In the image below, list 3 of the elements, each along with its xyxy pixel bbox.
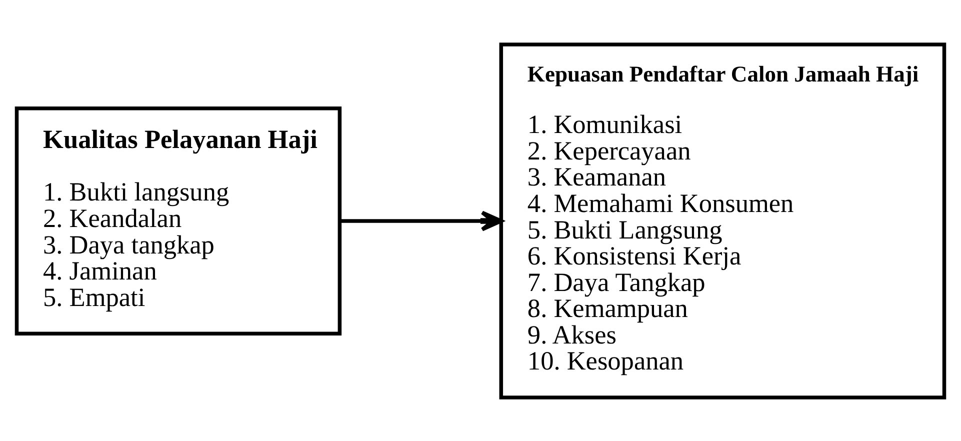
- node-box: Kualitas Pelayanan Haji 1. Bukti langsung 2. Keandalan 3. Daya tangkap 4. Jaminan 5. Empati: [14, 106, 342, 336]
- node-box: Kepuasan Pendaftar Calon Jamaah Haji 1. Komunikasi 2. Kepercayaan 3. Keamanan 4. Memahami Konsumen 5. Bukti Langsung 6. Konsistensi Kerja 7. Daya Tangkap 8. Kemampuan 9. Akses 10. Kesopanan: [499, 42, 946, 399]
- arrow: [340, 210, 503, 231]
